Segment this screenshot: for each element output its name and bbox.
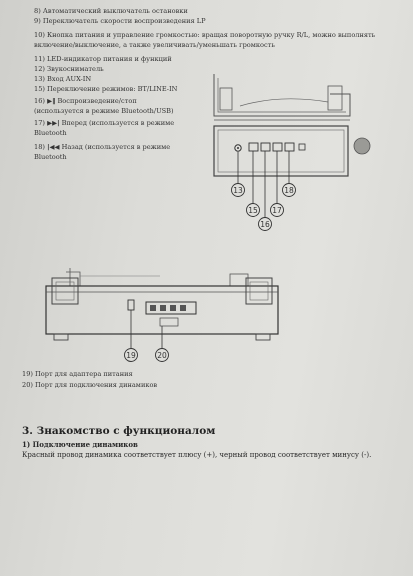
item-17-line1: 17) ▶▶| Вперед (используется в режиме <box>34 119 174 127</box>
previous-track-icon: |◀◀ <box>47 143 60 151</box>
callout-13: 13 <box>233 186 243 195</box>
callout-19: 19 <box>126 351 136 360</box>
item-16-line1: 16) ▶‖ Воспроизведение/стоп <box>34 97 137 105</box>
item-18-number: 18) <box>34 143 45 151</box>
section-text: Красный провод динамика соответствует пл… <box>22 451 372 459</box>
item-19: 19) Порт для адаптера питания <box>22 370 133 378</box>
item-16-label: Воспроизведение/стоп <box>57 97 137 105</box>
item-16-number: 16) <box>34 97 45 105</box>
item-12: 12) Звукосниматель <box>34 65 104 73</box>
item-16-line2: (используется в режиме Bluetooth/USB) <box>34 107 174 115</box>
item-13: 13) Вход AUX-IN <box>34 75 92 83</box>
turntable-rear-diagram: 19 20 <box>45 268 279 362</box>
item-17-line2: Bluetooth <box>34 129 67 137</box>
callout-18: 18 <box>284 186 294 195</box>
item-10-line1: 10) Кнопка питания и управление громкост… <box>34 31 376 39</box>
callout-17: 17 <box>272 206 282 215</box>
next-track-icon: ▶▶| <box>47 119 60 127</box>
item-18-label: Назад (используется в режиме <box>61 143 171 151</box>
callout-15: 15 <box>248 206 258 215</box>
item-11: 11) LED-индикатор питания и функций <box>34 55 172 63</box>
section-title: 3. Знакомство с функционалом <box>22 425 216 437</box>
item-17-label: Вперед (используется в режиме <box>61 119 175 127</box>
item-9: 9) Переключатель скорости воспроизведени… <box>34 17 206 25</box>
callout-16: 16 <box>260 220 270 229</box>
item-8: 8) Автоматический выключатель остановки <box>34 7 188 15</box>
item-10-line2: включение/выключение, а также увеличиват… <box>34 41 275 49</box>
callout-20: 20 <box>157 351 167 360</box>
item-17-number: 17) <box>34 119 45 127</box>
item-18-line1: 18) |◀◀ Назад (используется в режиме <box>34 143 170 151</box>
item-15: 15) Переключение режимов: BT/LINE-IN <box>34 85 178 93</box>
section-subtitle: 1) Подключение динамиков <box>22 440 138 449</box>
item-18-line2: Bluetooth <box>34 153 67 161</box>
item-20: 20) Порт для подключения динамиков <box>22 381 158 389</box>
play-pause-icon: ▶‖ <box>47 97 56 105</box>
rear-panel-diagram: 13 15 16 17 18 <box>213 74 371 231</box>
